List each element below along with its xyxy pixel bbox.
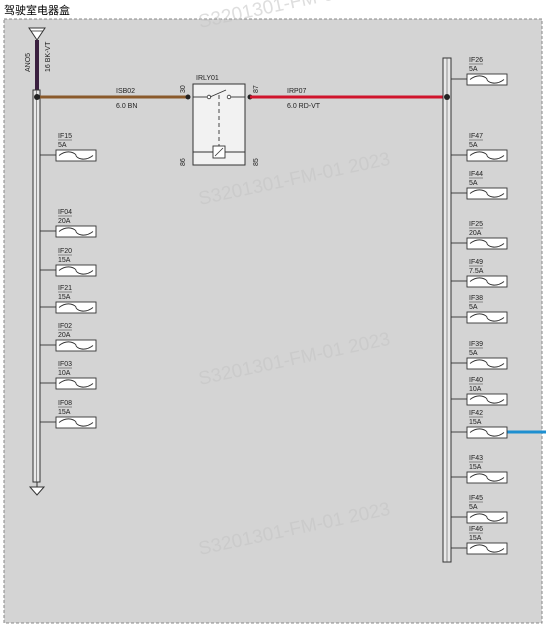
left-wire-name: ISB02 (116, 88, 135, 95)
fuse-if02: IF02 20A (40, 323, 97, 352)
fuse-if40: IF40 10A (451, 377, 508, 406)
fuse-if04: IF04 20A (40, 209, 97, 238)
fuse-rating: 5A (58, 142, 67, 149)
fuse-element-icon (58, 341, 94, 350)
left-fuse-group: IF15 5A IF04 20A IF20 15A IF21 15A IF02 20A IF03 10… (40, 133, 97, 429)
fuse-rating: 10A (58, 370, 71, 377)
fuse-rating: 5A (469, 180, 478, 187)
fuse-box-panel (3, 18, 543, 624)
fuse-rating: 5A (469, 142, 478, 149)
ground-wire-spec: 16 BK-VT (45, 41, 52, 72)
fuse-if44: IF44 5A (451, 171, 508, 200)
fuse-if20: IF20 15A (40, 248, 97, 277)
fuse-name: IF40 (469, 377, 483, 384)
fuse-if08: IF08 15A (40, 400, 97, 429)
fuse-name: IF21 (58, 285, 72, 292)
fuse-rating: 5A (469, 304, 478, 311)
fuse-if45: IF45 5A (451, 495, 508, 524)
fuse-rating: 20A (58, 332, 71, 339)
fuse-name: IF44 (469, 171, 483, 178)
fuse-element-icon (469, 544, 505, 553)
fuse-element-icon (469, 313, 505, 322)
fuse-if47: IF47 5A (451, 133, 508, 162)
fuse-element-icon (58, 418, 94, 427)
fuse-name: IF45 (469, 495, 483, 502)
fuse-rating: 7.5A (469, 268, 484, 275)
fuse-element-icon (469, 395, 505, 404)
fuse-if42: IF42 15A (451, 410, 508, 439)
fuse-rating: 15A (58, 294, 71, 301)
fuse-name: IF25 (469, 221, 483, 228)
fuse-name: IF08 (58, 400, 72, 407)
fuse-rating: 15A (469, 535, 482, 542)
fuse-name: IF02 (58, 323, 72, 330)
fuse-name: IF46 (469, 526, 483, 533)
right-junction-dot (444, 94, 450, 100)
fuse-element-icon (469, 428, 505, 437)
fuse-rating: 15A (58, 409, 71, 416)
fuse-name: IF43 (469, 455, 483, 462)
fuse-rating: 20A (58, 218, 71, 225)
fuse-name: IF20 (58, 248, 72, 255)
right-wire-name: IRP07 (287, 88, 307, 95)
relay-pin-86: 86 (180, 158, 187, 166)
right-fuse-group: IF265AIF475AIF445AIF2520AIF497.5AIF385AI… (451, 57, 508, 555)
relay-irly01: IRLY01 30 87 86 85 (180, 75, 260, 166)
fuse-element-icon (469, 151, 505, 160)
fuse-rating: 20A (469, 230, 482, 237)
fuse-name: IF15 (58, 133, 72, 140)
fuse-if43: IF43 15A (451, 455, 508, 484)
fuse-if49: IF49 7.5A (451, 259, 508, 288)
fuse-element-icon (58, 303, 94, 312)
fuse-element-icon (58, 227, 94, 236)
fuse-if03: IF03 10A (40, 361, 97, 390)
fuse-if38: IF38 5A (451, 295, 508, 324)
fuse-if39: IF39 5A (451, 341, 508, 370)
ground-wire-label: ANO5 (25, 53, 32, 72)
fuse-name: IF03 (58, 361, 72, 368)
fuse-element-icon (469, 189, 505, 198)
fuse-rating: 5A (469, 350, 478, 357)
fuse-element-icon (58, 266, 94, 275)
fuse-name: IF04 (58, 209, 72, 216)
fuse-name: IF47 (469, 133, 483, 140)
fuse-if15: IF15 5A (40, 133, 97, 162)
relay-pin-30: 30 (180, 85, 187, 93)
ground-symbol-top (28, 27, 46, 41)
fuse-rating: 15A (469, 464, 482, 471)
fuse-if46: IF46 15A (451, 526, 508, 555)
fuse-element-icon (58, 379, 94, 388)
fuse-rating: 5A (469, 504, 478, 511)
fuse-element-icon (469, 473, 505, 482)
fuse-name: IF38 (469, 295, 483, 302)
relay-pin-85: 85 (253, 158, 260, 166)
fuse-element-icon (469, 75, 505, 84)
fuse-name: IF42 (469, 410, 483, 417)
ground-symbol-bottom (28, 482, 46, 496)
fuse-if21: IF21 15A (40, 285, 97, 314)
fuse-name: IF49 (469, 259, 483, 266)
fuse-if25: IF25 20A (451, 221, 508, 250)
fuse-name: IF26 (469, 57, 483, 64)
fuse-rating: 15A (58, 257, 71, 264)
fuse-rating: 15A (469, 419, 482, 426)
relay-pin-87: 87 (253, 85, 260, 93)
diagram-title: 驾驶室电器盒 (4, 4, 70, 17)
fuse-rating: 5A (469, 66, 478, 73)
fuse-element-icon (469, 359, 505, 368)
fuse-element-icon (469, 277, 505, 286)
fuse-element-icon (58, 151, 94, 160)
fuse-if26: IF26 5A (451, 57, 508, 86)
fuse-rating: 10A (469, 386, 482, 393)
relay-name: IRLY01 (196, 75, 219, 82)
left-wire-spec: 6.0 BN (116, 103, 137, 110)
left-junction-dot (34, 94, 40, 100)
fuse-element-icon (469, 239, 505, 248)
right-wire-spec: 6.0 RD-VT (287, 103, 321, 110)
fuse-element-icon (469, 513, 505, 522)
fuse-name: IF39 (469, 341, 483, 348)
